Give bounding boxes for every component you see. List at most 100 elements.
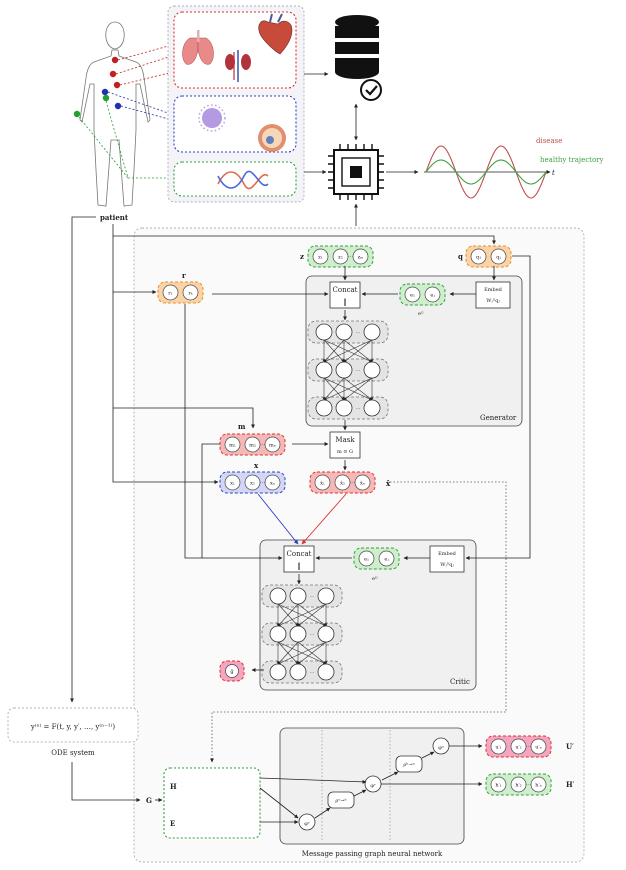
node-z-0 bbox=[312, 248, 329, 265]
node-z-0-label: z₁ bbox=[318, 255, 323, 261]
kidneys-icon bbox=[225, 50, 251, 82]
mask-box: Mask m ⊙ G bbox=[329, 431, 361, 459]
ode-to-g bbox=[71, 762, 141, 802]
eg-label: eᴳ bbox=[418, 311, 424, 317]
node-q-1 bbox=[490, 248, 507, 265]
gen-net-neuron-1-1 bbox=[335, 361, 353, 379]
generator-box bbox=[305, 275, 523, 427]
node-q-1-label: qⱼ bbox=[496, 255, 501, 261]
H-label: H bbox=[170, 782, 177, 791]
node-x-1-label: x₂ bbox=[250, 481, 255, 487]
node-x-0-label: x₁ bbox=[230, 481, 235, 487]
gen-concat-bar: ‖ bbox=[343, 298, 347, 306]
node-U-2-label: u′ₙ bbox=[535, 745, 542, 751]
node-ed-1 bbox=[378, 550, 395, 567]
node-x-1 bbox=[244, 474, 261, 491]
crit-net-neuron-0-0 bbox=[269, 587, 287, 605]
database-icon bbox=[335, 15, 382, 101]
body-markers bbox=[73, 56, 122, 118]
human-body-icon bbox=[79, 21, 151, 207]
r-label: r bbox=[182, 271, 186, 280]
node-ed-0 bbox=[358, 550, 375, 567]
dna-icon bbox=[217, 170, 269, 190]
organ-box-green bbox=[173, 161, 297, 197]
crit-net-edge-1-1-0 bbox=[277, 641, 299, 665]
gen-net-edge-1-2-0 bbox=[323, 377, 373, 401]
crit-net-neuron-2-0 bbox=[269, 663, 287, 681]
node-Hp-1 bbox=[510, 776, 527, 793]
node-r-1 bbox=[182, 284, 199, 301]
node-Hp-2-label: h′ₙ bbox=[535, 783, 542, 789]
m-label: m bbox=[238, 422, 246, 431]
critic-output-node: ĝ bbox=[219, 660, 245, 682]
gen-concat-label: Concat bbox=[333, 286, 358, 294]
patient-feed-lines bbox=[70, 216, 496, 703]
phi-v-label: φᵛ bbox=[370, 783, 376, 789]
node-eg-1-label: eⱼ bbox=[430, 293, 435, 299]
rho-e-h-label: ρᵉ→ʰ bbox=[335, 798, 346, 804]
lungs-icon bbox=[182, 30, 214, 65]
gen-net-edge-1-2-1 bbox=[343, 377, 373, 401]
critic-concat-label: Concat bbox=[287, 550, 312, 558]
crit-net-ellipsis-0: ⋯ bbox=[310, 594, 315, 600]
crit-net-neuron-1-1 bbox=[289, 625, 307, 643]
critic-embed-formula: Wⱼᴰqⱼ bbox=[440, 562, 454, 568]
x-to-critic-blue bbox=[257, 493, 299, 545]
critic-embed-label: Embed bbox=[438, 551, 457, 557]
node-m-ellipsis: ⋯ bbox=[260, 443, 265, 449]
node-group-q: q₁ qⱼ bbox=[465, 245, 512, 268]
gen-net-neuron-1-0 bbox=[315, 361, 333, 379]
node-Hp-0-label: h′₁ bbox=[495, 783, 501, 789]
node-xhat-1-label: x̂₂ bbox=[340, 481, 345, 487]
critic-concat-bar: ‖ bbox=[297, 562, 301, 570]
gen-net-edge-0-1-0 bbox=[323, 339, 345, 363]
node-U-0-label: u′₁ bbox=[495, 745, 501, 751]
node-U-0 bbox=[490, 738, 507, 755]
critic-embed: Embed Wⱼᴰqⱼ bbox=[429, 545, 465, 573]
x-label: x bbox=[254, 461, 259, 470]
crit-net-edge-0-2-1 bbox=[297, 603, 327, 627]
gen-embed-label: Embed bbox=[484, 287, 503, 293]
node-ed-1-label: eⱼ bbox=[384, 557, 389, 563]
healthy-label: healthy trajectory bbox=[540, 156, 604, 164]
node-q-0-label: q₁ bbox=[476, 255, 481, 261]
gen-net-neuron-2-2 bbox=[363, 399, 381, 417]
node-xhat-ellipsis: ⋯ bbox=[350, 481, 355, 487]
mpgnn-connectors bbox=[259, 744, 483, 824]
node-z-2 bbox=[352, 248, 369, 265]
cell-icon bbox=[258, 124, 286, 152]
gen-net-neuron-0-1 bbox=[335, 323, 353, 341]
node-m-0-label: m₁ bbox=[229, 443, 236, 449]
E-label: E bbox=[170, 819, 175, 828]
node-m-2 bbox=[264, 436, 281, 453]
node-xhat-1 bbox=[334, 474, 351, 491]
trajectory-plot: disease healthy trajectory t bbox=[424, 137, 604, 199]
ode-system-box: y⁽ⁿ⁾ = F(t, y, y′, …, y⁽ⁿ⁻¹⁾) bbox=[7, 707, 139, 743]
crit-net-neuron-2-2 bbox=[317, 663, 335, 681]
crit-net-edge-0-1-0 bbox=[277, 603, 299, 627]
patient-label: patient bbox=[100, 213, 129, 222]
t-axis-label: t bbox=[552, 169, 555, 177]
node-Hp-1-label: h′₂ bbox=[515, 783, 521, 789]
node-z-1-label: z₂ bbox=[338, 255, 343, 261]
xhat-label: x̂ bbox=[386, 479, 391, 488]
U-prime-label: U′ bbox=[566, 742, 574, 751]
crit-net-ellipsis-2: ⋯ bbox=[310, 670, 315, 676]
crit-net-ellipsis-1: ⋯ bbox=[310, 632, 315, 638]
node-Hp-2 bbox=[530, 776, 547, 793]
node-xhat-0-label: x̂₁ bbox=[320, 481, 325, 487]
node-x-ellipsis: ⋯ bbox=[260, 481, 265, 487]
node-Hp-ellipsis: ⋯ bbox=[526, 783, 531, 789]
node-U-1-label: u′₂ bbox=[515, 745, 521, 751]
node-xhat-0 bbox=[314, 474, 331, 491]
critic-output-circle bbox=[225, 664, 239, 678]
critic-box bbox=[259, 539, 477, 691]
node-m-2-label: mₙ bbox=[269, 443, 276, 449]
heart-icon bbox=[258, 13, 293, 55]
healthy-curve bbox=[425, 159, 547, 185]
